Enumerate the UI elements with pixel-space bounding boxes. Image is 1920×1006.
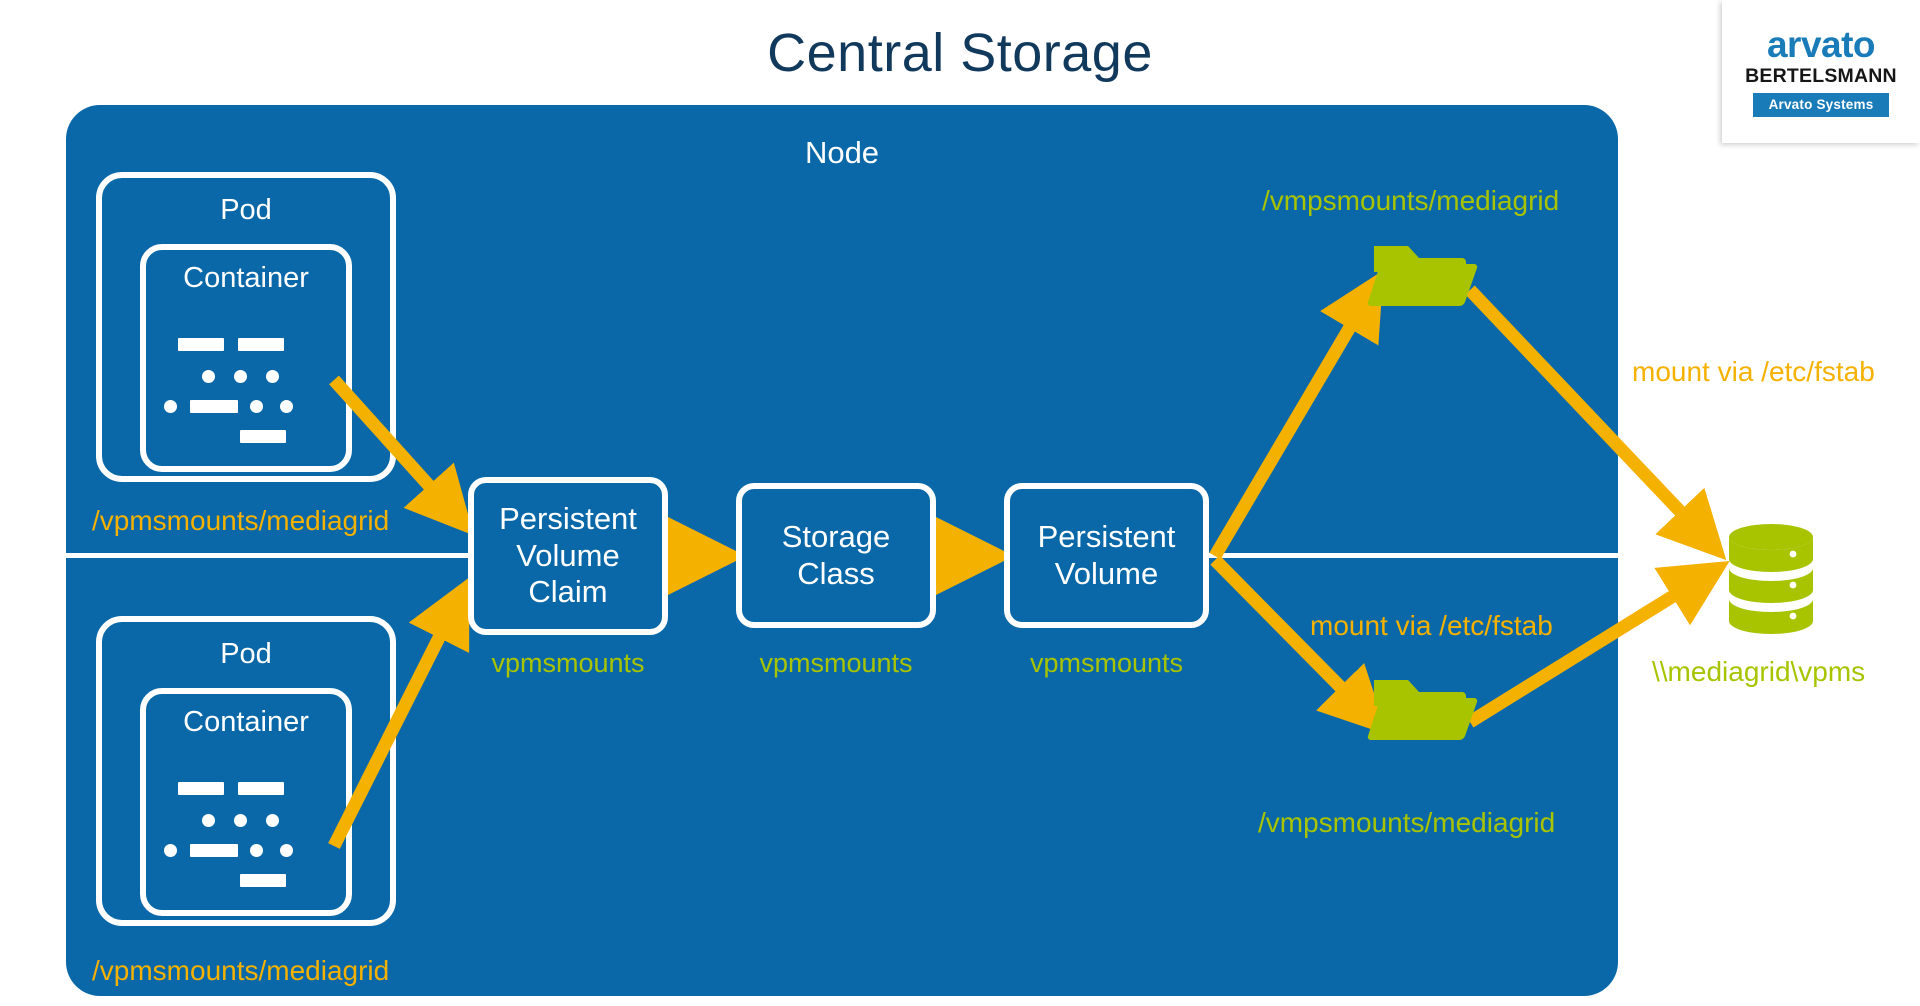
pod-label-bottom: Pod <box>220 638 272 670</box>
node-persistent-volume-claim: Persistent Volume Claim <box>468 477 668 635</box>
logo-wordmark: arvato <box>1766 23 1876 65</box>
sublabel-storage-class: vpmsmounts <box>759 648 913 678</box>
pod-box-top: Pod <box>96 172 396 482</box>
pod-mount-label-bottom: /vpmsmounts/mediagrid <box>92 955 390 986</box>
brand-logo: arvato BERTELSMANN Arvato Systems <box>1722 0 1920 143</box>
pod-mount-label-top: /vpmsmounts/mediagrid <box>92 505 390 536</box>
container-glyph-top <box>146 338 346 448</box>
database-icon <box>1729 524 1813 634</box>
page-title: Central Storage <box>767 23 1153 83</box>
mount-note-top: mount via /etc/fstab <box>1632 356 1875 387</box>
pod-label-top: Pod <box>220 194 272 226</box>
sublabel-persistent-volume: vpmsmounts <box>1029 648 1184 678</box>
node-storage-class: Storage Class <box>736 483 936 628</box>
folder-mount-label-bottom: /vmpsmounts/mediagrid <box>1258 807 1556 838</box>
container-label-bottom: Container <box>183 706 309 738</box>
folder-mount-label-top: /vmpsmounts/mediagrid <box>1262 185 1560 216</box>
logo-business-unit: Arvato Systems <box>1752 93 1890 118</box>
container-glyph-bottom <box>146 782 346 892</box>
logo-parent-brand: BERTELSMANN <box>1745 64 1897 87</box>
node-persistent-volume: Persistent Volume <box>1004 483 1209 628</box>
storage-share-label: \\mediagrid\vpms <box>1652 656 1866 687</box>
container-label-top: Container <box>183 262 309 294</box>
container-box-top: Container <box>140 244 352 472</box>
node-label: Node <box>804 135 880 170</box>
mount-note-bottom: mount via /etc/fstab <box>1310 610 1553 641</box>
container-box-bottom: Container <box>140 688 352 916</box>
sublabel-persistent-volume-claim: vpmsmounts <box>491 648 645 678</box>
